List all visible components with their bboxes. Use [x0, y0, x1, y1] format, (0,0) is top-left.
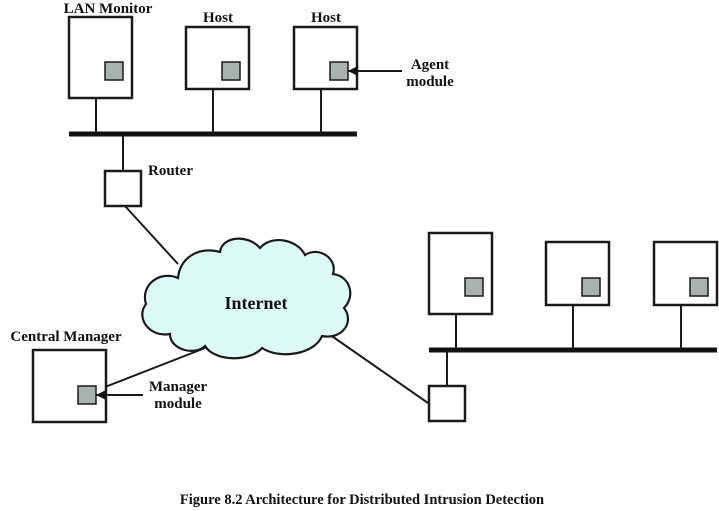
router-internet-link	[124, 205, 179, 265]
agent-module-remote-c	[689, 277, 709, 297]
manager-module-label-line1: Manager	[149, 379, 208, 395]
agent-module-lan-monitor	[104, 61, 124, 81]
top-lan	[67, 15, 402, 208]
internet-cloud	[141, 237, 352, 360]
agent-module-label-line1: Agent	[411, 57, 449, 73]
lan-monitor-box	[67, 15, 134, 100]
router-label: Router	[148, 163, 193, 179]
internet-label: Internet	[225, 293, 288, 313]
manager-module-label-line2: module	[154, 396, 202, 412]
internet-remote-router-link	[325, 331, 429, 404]
agent-module-arrowhead-icon	[348, 66, 358, 76]
manager-module-arrowhead-icon	[96, 390, 106, 400]
router-box	[103, 169, 143, 208]
agent-module-remote-b	[581, 277, 601, 297]
remote-lan	[427, 231, 719, 423]
figure-caption: Figure 8.2 Architecture for Distributed …	[180, 492, 544, 508]
agent-module-remote-a	[464, 277, 484, 297]
lan-monitor-label: LAN Monitor	[64, 1, 153, 17]
agent-module-host2	[329, 61, 349, 81]
agent-module-host1	[221, 61, 241, 81]
agent-module-label-line2: module	[406, 74, 454, 90]
remote-host-a-box	[427, 231, 494, 316]
manager-module	[77, 385, 97, 405]
remote-router-box	[427, 384, 467, 423]
internet-manager-link	[104, 347, 206, 388]
host2-label: Host	[311, 10, 341, 26]
central-manager-label: Central Manager	[10, 329, 122, 345]
host1-label: Host	[203, 10, 233, 26]
